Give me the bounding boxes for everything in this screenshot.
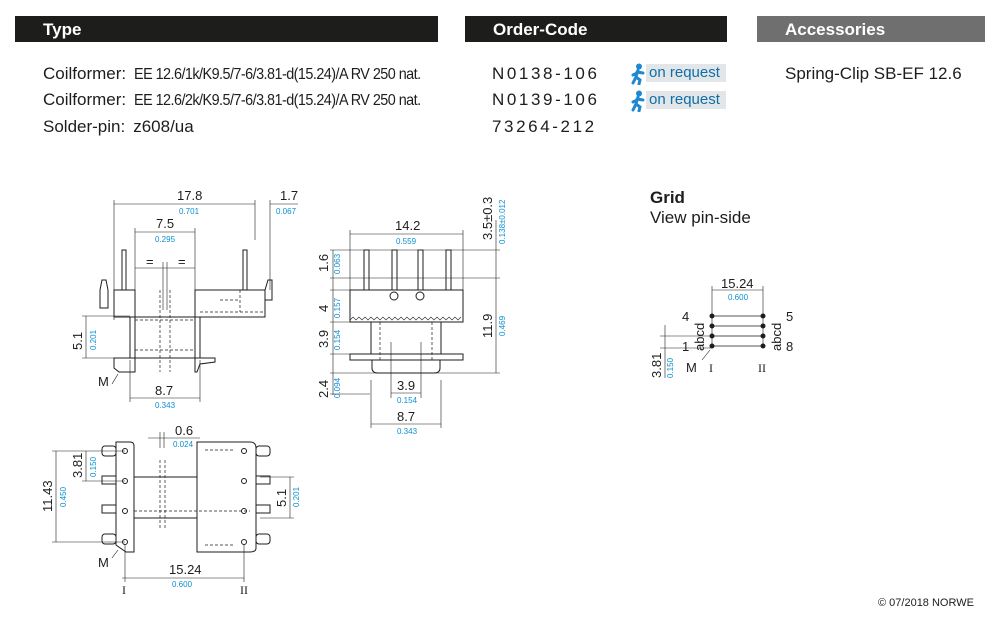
order-code: N0138-106 <box>492 64 600 83</box>
dim-h2: 4 <box>316 305 331 312</box>
pin-dot <box>760 313 766 319</box>
dim-pitch: 3.81 <box>70 453 85 478</box>
grid-row-pitch-inch: 0.150 <box>666 357 675 378</box>
dim-slot: 3.9 <box>397 378 415 393</box>
grid-rows-left: abcd <box>692 323 707 351</box>
dim-h4-inch: 0.094 <box>333 377 342 398</box>
header-accessories-label: Accessories <box>785 20 886 39</box>
pin-dot <box>709 313 715 319</box>
dim-h4: 2.4 <box>316 380 331 398</box>
type-label: Solder-pin: <box>43 117 126 136</box>
type-row: Coilformer: EE 12.6/1k/K9.5/7-6/3.81-d(15… <box>43 64 453 85</box>
dim-gap: 0.6 <box>175 423 193 438</box>
dim-height: 5.1 <box>70 332 85 350</box>
header-order-code-label: Order-Code <box>493 20 588 39</box>
type-value: EE 12.6/2k/K9.5/7-6/3.81-d(15.24)/A RV 2… <box>134 92 421 109</box>
header-type: Type <box>15 16 438 42</box>
dim-flange: 1.7 <box>280 188 298 203</box>
dim-gap-inch: 0.024 <box>173 440 194 449</box>
dim-core-inch: 0.295 <box>155 235 176 244</box>
on-request-link[interactable]: on request <box>630 63 728 85</box>
dim-pitch-inch: 0.150 <box>89 456 98 477</box>
dim-spacing-inch: 0.600 <box>172 580 193 589</box>
grid-pitch-inch: 0.600 <box>728 293 749 302</box>
grid-side-2: II <box>758 361 766 375</box>
dim-h1-inch: 0.063 <box>333 253 342 274</box>
copyright: © 07/2018 NORWE <box>878 597 974 609</box>
type-row: Coilformer: EE 12.6/2k/K9.5/7-6/3.81-d(15… <box>43 90 453 111</box>
grid-title: Grid <box>650 188 685 207</box>
dim-pin-length-inch: 0.138±0.012 <box>498 199 507 244</box>
grid-pin-1: 1 <box>682 339 689 354</box>
dim-height-inch: 0.450 <box>59 486 68 507</box>
dim-h2-inch: 0.157 <box>333 297 342 318</box>
running-person-icon <box>631 90 645 112</box>
marker-m: M <box>98 555 109 570</box>
dim-inner: 5.1 <box>274 489 289 507</box>
on-request-label[interactable]: on request <box>646 64 726 82</box>
pin-dot <box>709 323 715 329</box>
dim-pin-length: 3.5±0.3 <box>480 197 495 240</box>
dim-total: 11.9 <box>480 314 495 338</box>
grid-pin-5: 5 <box>786 309 793 324</box>
grid-side-1: I <box>709 361 713 375</box>
grid-rows-right: abcd <box>769 323 784 351</box>
header-accessories: Accessories <box>757 16 985 42</box>
header-order-code: Order-Code <box>465 16 727 42</box>
dim-height: 11.43 <box>40 480 55 512</box>
grid-pins <box>709 313 766 349</box>
dim-h1: 1.6 <box>316 254 331 272</box>
dim-height-inch: 0.201 <box>89 329 98 350</box>
side-label-1: I <box>122 583 126 597</box>
grid-subtitle: View pin-side <box>650 208 751 227</box>
dim-total-inch: 0.469 <box>498 315 507 336</box>
grid-pin-4: 4 <box>682 309 689 324</box>
pin-dot <box>709 333 715 339</box>
dim-slot-inch: 0.154 <box>397 396 418 405</box>
dim-core: 7.5 <box>156 216 174 231</box>
dim-spacing: 15.24 <box>169 562 202 577</box>
order-code: 73264-212 <box>492 117 597 136</box>
accessory-item: Spring-Clip SB-EF 12.6 <box>785 64 962 83</box>
type-label: Coilformer: <box>43 64 127 83</box>
type-label: Coilformer: <box>43 90 127 109</box>
dim-width: 17.8 <box>177 188 202 203</box>
side-label-2: II <box>240 583 248 597</box>
dim-h3: 3.9 <box>316 330 331 348</box>
running-person-icon <box>631 63 645 85</box>
pin-dot <box>760 333 766 339</box>
dim-base-inch: 0.343 <box>155 401 176 410</box>
marker-m: M <box>98 374 109 389</box>
pin-dot <box>760 323 766 329</box>
pin-dot <box>760 343 766 349</box>
grid-marker-m: M <box>686 360 697 375</box>
order-code: N0139-106 <box>492 90 600 109</box>
front-view-drawing <box>82 200 298 402</box>
dim-width-inch: 0.701 <box>179 207 200 216</box>
type-value: z608/ua <box>133 117 194 136</box>
dim-inner-inch: 0.201 <box>292 486 301 507</box>
dim-width: 14.2 <box>395 218 420 233</box>
dim-h3-inch: 0.154 <box>333 329 342 350</box>
bottom-view-drawing <box>52 432 294 582</box>
grid-drawing <box>660 286 764 378</box>
side-view-drawing <box>330 220 500 428</box>
equal-mark: = <box>178 254 186 269</box>
dim-base: 8.7 <box>155 383 173 398</box>
grid-pin-8: 8 <box>786 339 793 354</box>
dim-flange-inch: 0.067 <box>276 207 297 216</box>
header-type-label: Type <box>43 20 82 39</box>
dim-base: 8.7 <box>397 409 415 424</box>
on-request-label[interactable]: on request <box>646 91 726 109</box>
type-value: EE 12.6/1k/K9.5/7-6/3.81-d(15.24)/A RV 2… <box>134 66 421 83</box>
on-request-link[interactable]: on request <box>630 90 728 112</box>
grid-pitch: 15.24 <box>721 276 754 291</box>
dim-width-inch: 0.559 <box>396 237 417 246</box>
pin-dot <box>709 343 715 349</box>
grid-row-pitch: 3.81 <box>649 353 664 378</box>
type-row: Solder-pin: z608/ua <box>43 117 194 137</box>
dim-base-inch: 0.343 <box>397 427 418 436</box>
equal-mark: = <box>146 254 154 269</box>
